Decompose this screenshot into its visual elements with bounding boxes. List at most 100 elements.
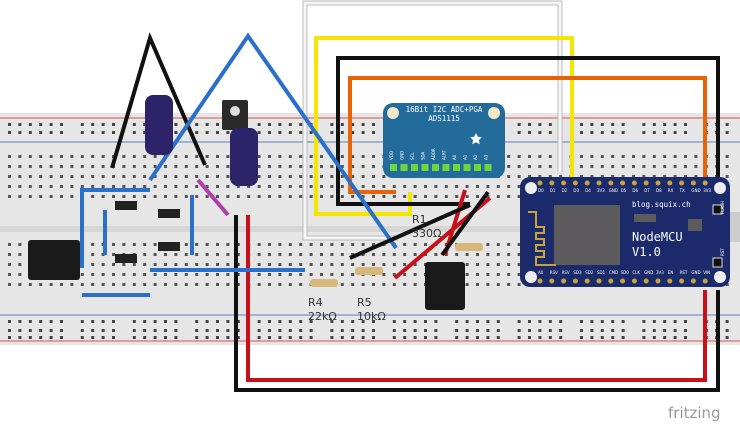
hole	[694, 175, 698, 178]
hole	[486, 336, 490, 339]
hole	[590, 155, 594, 158]
hole	[725, 283, 729, 286]
hole	[101, 155, 105, 158]
hole	[18, 320, 22, 323]
hole	[340, 195, 344, 198]
reset-button[interactable]	[712, 257, 723, 268]
hole	[465, 195, 469, 198]
hole	[476, 329, 479, 332]
hole	[39, 336, 43, 339]
hole	[590, 329, 594, 332]
hole	[174, 131, 178, 134]
hole	[257, 155, 261, 158]
hole	[18, 155, 22, 158]
hole	[320, 155, 323, 158]
hole	[132, 336, 136, 339]
wire-yellow[interactable]	[314, 36, 574, 216]
hole	[320, 165, 323, 168]
hole	[413, 320, 417, 323]
hole	[652, 165, 656, 168]
wire-purple[interactable]	[196, 178, 230, 217]
hole	[164, 165, 167, 168]
hole	[455, 185, 459, 188]
hole	[101, 123, 105, 126]
diode	[115, 201, 137, 210]
hole	[621, 175, 625, 178]
mcu-pin	[584, 180, 590, 186]
hole	[486, 253, 490, 256]
hole	[226, 253, 230, 256]
hole	[330, 175, 334, 178]
hole	[580, 336, 583, 339]
mcu-pin	[702, 278, 708, 284]
hole	[642, 175, 646, 178]
hole	[330, 195, 334, 198]
hole	[60, 131, 63, 134]
hole	[278, 131, 282, 134]
hole	[517, 273, 521, 276]
hole	[153, 336, 157, 339]
wire-red-bottom[interactable]	[246, 215, 707, 382]
hole	[257, 131, 261, 134]
hole	[465, 320, 469, 323]
nodemcu-version: V1.0	[632, 245, 661, 259]
hole	[299, 123, 303, 126]
hole	[80, 329, 84, 332]
wire-black-top[interactable]	[336, 56, 720, 206]
adc-pin	[484, 164, 492, 171]
hole	[413, 283, 417, 286]
diode	[115, 254, 137, 263]
flash-button[interactable]	[712, 204, 723, 215]
hole	[309, 185, 313, 188]
hole	[330, 329, 334, 332]
hole	[122, 195, 126, 198]
hole	[600, 329, 604, 332]
hole	[112, 123, 115, 126]
hole	[351, 283, 355, 286]
hole	[153, 283, 157, 286]
hole	[725, 329, 729, 332]
hole	[507, 195, 511, 198]
hole	[112, 243, 115, 246]
hole	[309, 131, 313, 134]
hole	[236, 329, 240, 332]
hole	[340, 336, 344, 339]
adc-pin	[453, 164, 460, 171]
hole	[465, 185, 469, 188]
wire-black-2[interactable]	[440, 190, 490, 257]
hole	[361, 283, 365, 286]
breadboard-center-channel	[0, 226, 740, 232]
hole	[663, 131, 667, 134]
wire-blue-v[interactable]	[148, 32, 398, 250]
mcu-bottom-pin-label: SD2	[585, 270, 594, 275]
hole	[517, 320, 521, 323]
hole	[205, 155, 209, 158]
wire-orange[interactable]	[348, 76, 707, 194]
hole	[351, 329, 355, 332]
hole	[611, 329, 615, 332]
mcu-pin	[549, 180, 555, 186]
hole	[236, 185, 240, 188]
r1-value: 330Ω	[412, 227, 441, 240]
hole	[496, 243, 500, 246]
hole	[101, 131, 105, 134]
hole	[413, 273, 417, 276]
hole	[382, 283, 386, 286]
wire-blue-left[interactable]	[80, 188, 150, 268]
hole	[538, 320, 542, 323]
adc-pin-label: A2	[473, 154, 478, 160]
mcu-top-pin-label: 3V3	[703, 188, 711, 193]
wire-black-3[interactable]	[349, 203, 471, 260]
mcu-pin	[643, 180, 649, 186]
mcu-bottom-pin-label: RST	[680, 270, 688, 275]
hole	[236, 253, 240, 256]
hole	[288, 283, 292, 286]
wire-black-bottom[interactable]	[234, 215, 720, 392]
hole	[112, 273, 115, 276]
r5-value: 10kΩ	[357, 310, 386, 323]
hole	[351, 165, 355, 168]
hole	[413, 185, 417, 188]
hole	[652, 123, 656, 126]
hole	[517, 131, 521, 134]
hole	[205, 273, 209, 276]
